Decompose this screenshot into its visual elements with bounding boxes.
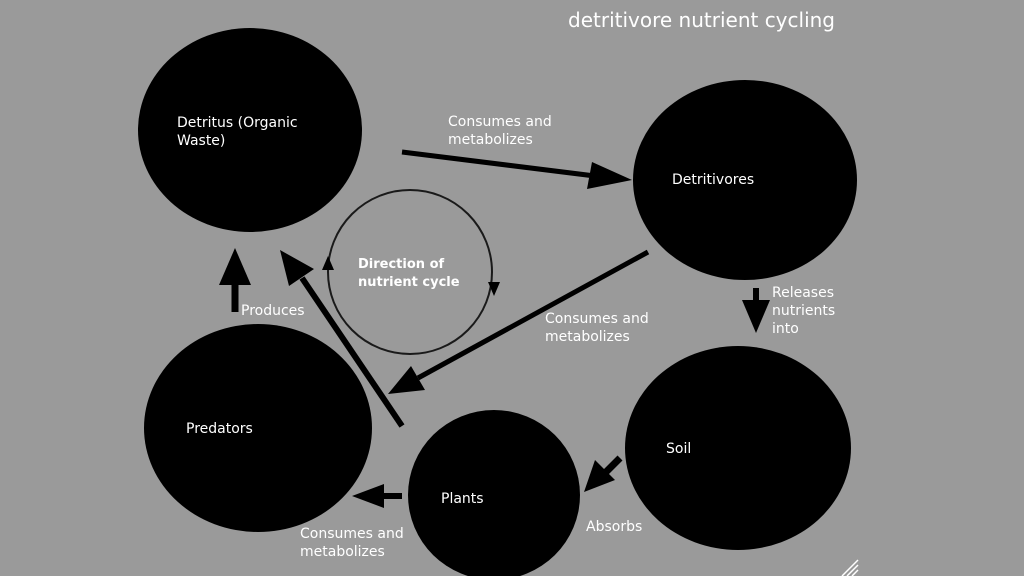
node-plants [408, 410, 580, 576]
node-label-soil: Soil [666, 441, 691, 457]
arrowhead-soil-to-plants [584, 460, 615, 492]
arrowhead-detritus-to-detritivores [587, 162, 632, 189]
label-soil-to-plants: Absorbs [586, 519, 642, 535]
cycle-ring [327, 189, 493, 355]
node-soil [625, 346, 851, 550]
arrow-soil-to-plants [601, 455, 623, 477]
node-detritus [138, 28, 362, 232]
cycle-arrowhead-left [322, 256, 334, 270]
arrowhead-plants-to-predators [352, 484, 384, 508]
label-detritivores-to-soil: Releases nutrients into [772, 285, 840, 337]
arrowhead-predators-to-detritus [219, 248, 251, 285]
arrow-detritivores-to-predators [416, 249, 650, 381]
label-detritivores-to-predators: Consumes and metabolizes [545, 311, 653, 345]
node-predators [144, 324, 372, 532]
cycle-direction-label: Direction of nutrient cycle [358, 257, 460, 290]
diagram-title: detritivore nutrient cycling [568, 8, 835, 32]
arrow-detritus-to-detritivores [401, 149, 596, 179]
label-predators-to-detritus: Produces [241, 303, 305, 319]
arrow-plants-to-detritus [299, 276, 405, 428]
node-detritivores [633, 80, 857, 280]
node-label-predators: Predators [186, 421, 253, 437]
arrowhead-plants-to-detritus [280, 250, 314, 286]
label-detritus-to-detritivores: Consumes and metabolizes [448, 114, 556, 148]
node-label-plants: Plants [441, 491, 484, 507]
node-label-detritivores: Detritivores [672, 172, 754, 188]
arrowhead-detritivores-to-soil [742, 300, 770, 333]
corner-hatch-decoration [841, 559, 859, 576]
label-plants-to-predators: Consumes and metabolizes [300, 526, 408, 560]
node-label-detritus: Detritus (Organic Waste) [177, 115, 302, 149]
cycle-arrowhead-right [488, 282, 500, 296]
arrowhead-detritivores-to-predators [388, 366, 425, 394]
